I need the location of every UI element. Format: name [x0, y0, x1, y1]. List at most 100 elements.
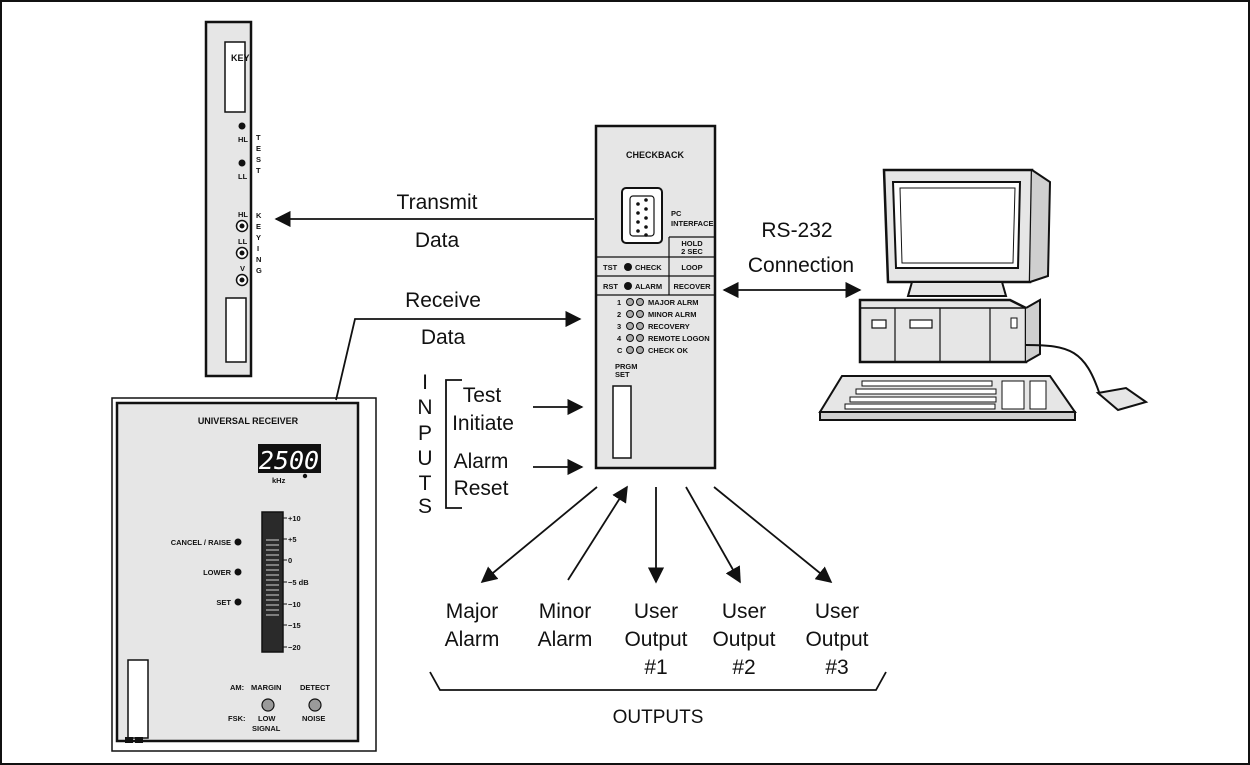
- minor-alarm-arrow: [567, 485, 628, 581]
- card-hl-label: HL: [238, 135, 248, 144]
- led-row-number: C: [617, 346, 623, 355]
- led-icon: [636, 310, 644, 318]
- inputs-letter: S: [418, 495, 432, 518]
- led-row: 4 REMOTE LOGON: [617, 334, 710, 343]
- universal-receiver: UNIVERSAL RECEIVER 2500 kHz CANCEL / RAI…: [111, 397, 377, 752]
- pc-label-line2: INTERFACE: [671, 219, 714, 228]
- led-row-number: 1: [617, 298, 621, 307]
- card-keying-i: I: [257, 244, 259, 253]
- transmit-data-label: Data: [415, 229, 460, 252]
- reset-label: Reset: [454, 477, 509, 500]
- detect-led-icon: [308, 698, 322, 712]
- card-keying-y: Y: [256, 233, 261, 242]
- card-handle-bottom: [225, 297, 247, 363]
- led-icon: [636, 322, 644, 330]
- card-hl2-label: HL: [238, 210, 248, 219]
- db9-port-icon: [621, 187, 663, 244]
- inputs-letter: I: [422, 371, 428, 394]
- output-user3-l3: #3: [825, 656, 848, 679]
- output-user2-l2: Output: [712, 628, 775, 651]
- module-handle: [612, 385, 632, 459]
- receive-data-label: Data: [421, 326, 466, 349]
- led-icon: [626, 310, 634, 318]
- khz-label: kHz: [272, 476, 286, 485]
- card-test-s: S: [256, 155, 261, 164]
- user-output-3-arrow: [713, 486, 833, 584]
- outputs-brace: [429, 671, 887, 691]
- computer-icon: [818, 168, 1149, 421]
- detect-label: DETECT: [300, 683, 330, 692]
- output-user1-l3: #1: [644, 656, 667, 679]
- led-row-label: MAJOR ALRM: [648, 298, 699, 307]
- set-button-label: SET: [216, 598, 231, 607]
- inputs-bracket: [445, 379, 462, 509]
- set-label: SET: [615, 370, 630, 379]
- rst-button-icon: [624, 282, 632, 290]
- output-user1-l1: User: [634, 600, 678, 623]
- check-label: CHECK: [635, 263, 662, 272]
- led-row-label: REMOTE LOGON: [648, 334, 710, 343]
- am-label: AM:: [230, 683, 244, 692]
- level-meter: [261, 511, 284, 653]
- set-button: [234, 598, 242, 606]
- alarm-label: ALARM: [635, 282, 662, 291]
- led-icon: [626, 334, 634, 342]
- scale-tick-label: −5 dB: [288, 578, 309, 587]
- card-ll2-label: LL: [238, 237, 248, 246]
- output-major-l1: Major: [446, 600, 499, 623]
- card-keying-g: G: [256, 266, 262, 275]
- led-icon: [636, 298, 644, 306]
- led-row-label: MINOR ALRM: [648, 310, 696, 319]
- scale-tick-label: −20: [288, 643, 301, 652]
- led-icon: [626, 298, 634, 306]
- initiate-label: Initiate: [452, 412, 514, 435]
- pc-label-line1: PC: [671, 209, 682, 218]
- noise-label: NOISE: [302, 714, 325, 723]
- hl-led-icon: [238, 122, 246, 130]
- meter-segments: [266, 539, 279, 616]
- test-label: Test: [463, 384, 502, 407]
- card-keying-n: N: [256, 255, 261, 264]
- output-user3-l1: User: [815, 600, 859, 623]
- keying-card: KEY HL LL T E S T HL LL V K E Y I N G: [204, 20, 262, 378]
- checkback-title: CHECKBACK: [626, 150, 684, 160]
- led-icon: [636, 346, 644, 354]
- hold-label-line1: HOLD: [681, 239, 703, 248]
- output-user2-l1: User: [722, 600, 766, 623]
- led-row: 1 MAJOR ALRM: [617, 298, 699, 307]
- card-key-label: KEY: [231, 53, 250, 63]
- card-handle-top: [224, 41, 246, 113]
- checkback-module: CHECKBACK PC INTERFACE HOLD 2 SEC TST CH…: [594, 124, 717, 470]
- transmit-label: Transmit: [397, 191, 478, 214]
- user-output-2-arrow: [685, 486, 741, 584]
- frequency-readout: 2500: [259, 446, 319, 475]
- led-row: C CHECK OK: [617, 346, 689, 355]
- scale-tick-label: −10: [288, 600, 301, 609]
- frequency-display: [258, 444, 321, 473]
- tst-button-icon: [624, 263, 632, 271]
- hold-label-line2: 2 SEC: [681, 247, 703, 256]
- lower-button: [234, 568, 242, 576]
- inputs-letter: U: [417, 447, 432, 470]
- led-row: 3 RECOVERY: [617, 322, 690, 331]
- led-row-label: RECOVERY: [648, 322, 690, 331]
- led-row-number: 2: [617, 310, 621, 319]
- signal-label: SIGNAL: [252, 724, 281, 733]
- scale-tick-label: −15: [288, 621, 301, 630]
- cancel-raise-label: CANCEL / RAISE: [171, 538, 231, 547]
- inputs-letter: T: [419, 472, 432, 495]
- led-row-label: CHECK OK: [648, 346, 689, 355]
- inputs-letter: N: [417, 396, 432, 419]
- led-row-number: 3: [617, 322, 621, 331]
- tst-label: TST: [603, 263, 618, 272]
- output-major-l2: Alarm: [445, 628, 500, 651]
- receive-data-arrow: [335, 310, 582, 401]
- card-test-t1: T: [256, 133, 261, 142]
- led-icon: [626, 322, 634, 330]
- scale-tick-label: 0: [288, 556, 292, 565]
- led-icon: [636, 334, 644, 342]
- margin-led-icon: [261, 698, 275, 712]
- alarm-input-label: Alarm: [454, 450, 509, 473]
- ll-led-icon: [238, 159, 246, 167]
